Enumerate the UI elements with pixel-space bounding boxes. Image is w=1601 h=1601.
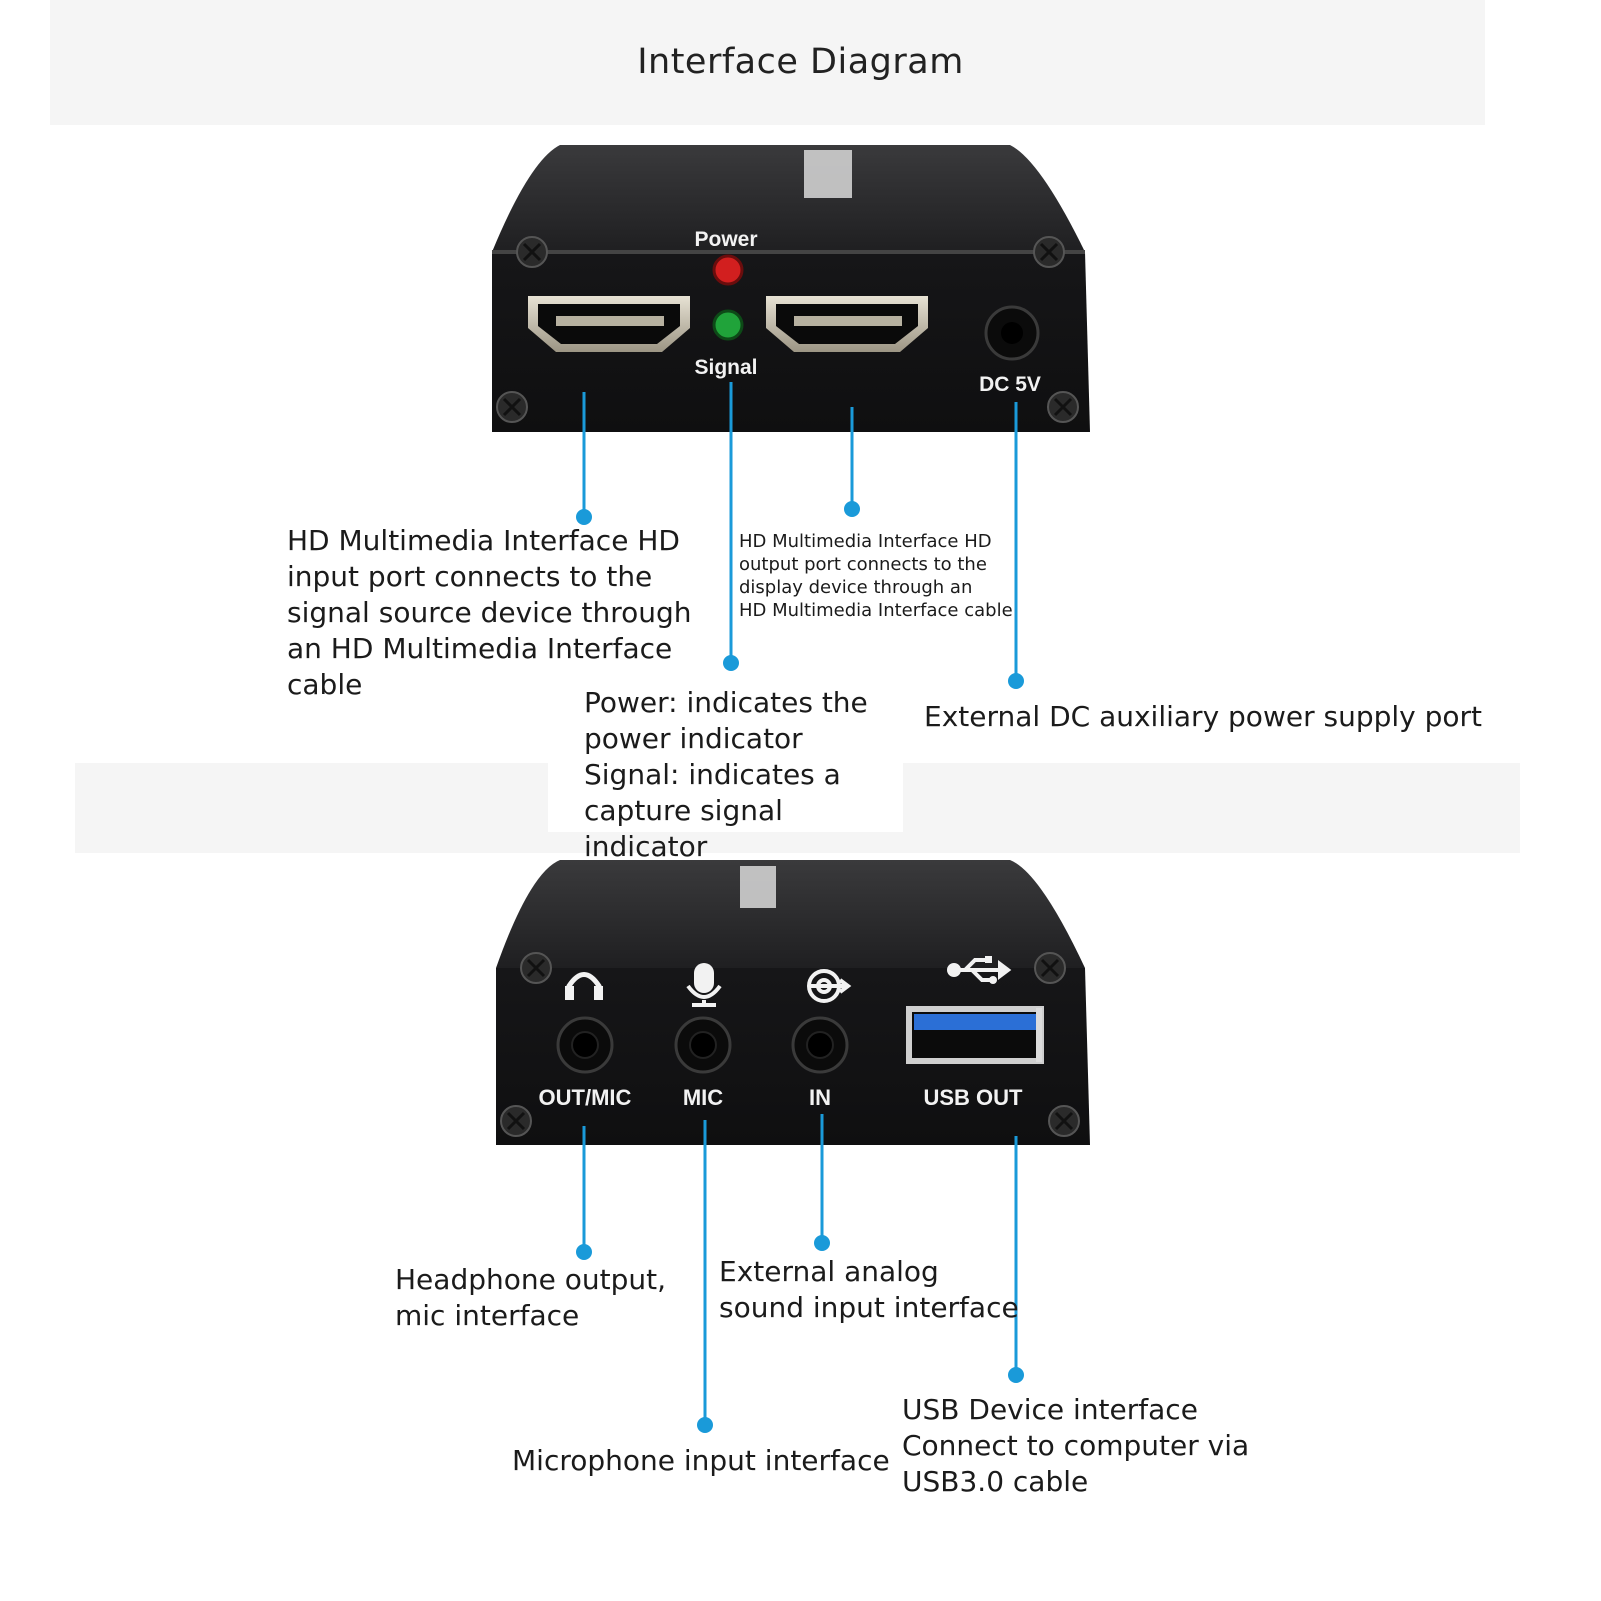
dc-silk-label: DC 5V [979,373,1041,396]
separator-band-mask [548,760,903,832]
screw-icon [516,236,548,268]
screw-icon [1048,1105,1080,1137]
hdmi-out-port [766,296,928,352]
indicator-callout: Power: indicates the power indicator Sig… [584,686,868,863]
dc-port-callout: External DC auxiliary power supply port [924,700,1483,733]
screw-icon [520,952,552,984]
hdmi-in-callout: HD Multimedia Interface HD input port co… [287,524,692,701]
mic-silk-label: MIC [683,1085,723,1110]
usb-out-silk-label: USB OUT [924,1085,1024,1110]
in-silk-label: IN [809,1085,831,1110]
hdmi-out-callout: HD Multimedia Interface HD output port c… [739,531,1013,621]
mic-jack [674,1016,732,1074]
microphone-icon [686,963,722,1007]
power-led [712,254,744,286]
microphone-callout: Microphone input interface [512,1444,890,1477]
screw-icon [1047,391,1079,423]
signal-silk-label: Signal [694,356,757,379]
usb-icon [947,956,1012,984]
line-in-jack [791,1016,849,1074]
signal-led [712,309,744,341]
analog-in-callout: External analog sound input interface [719,1255,1019,1324]
out-mic-jack [556,1016,614,1074]
hdmi-device-front: Power Signal DC 5V [492,145,1090,432]
power-silk-label: Power [694,228,757,251]
headphone-icon [565,972,603,1000]
usb-callout: USB Device interface Connect to computer… [902,1393,1250,1498]
screw-icon [500,1105,532,1137]
screw-icon [1033,236,1065,268]
line-in-icon [807,969,852,1003]
bottom-leader-lines [576,1114,1024,1433]
dc-jack [984,305,1040,361]
headphone-callout: Headphone output, mic interface [395,1263,666,1332]
usb-out-port [906,1006,1044,1064]
out-mic-silk-label: OUT/MIC [539,1085,632,1110]
page-title: Interface Diagram [637,42,964,82]
audio-usb-device-back: OUT/MIC MIC IN USB OUT [496,860,1090,1145]
screw-icon [1034,952,1066,984]
screw-icon [496,391,528,423]
title-band [50,0,1485,125]
hdmi-in-port [528,296,690,352]
top-leader-lines [576,382,1024,689]
